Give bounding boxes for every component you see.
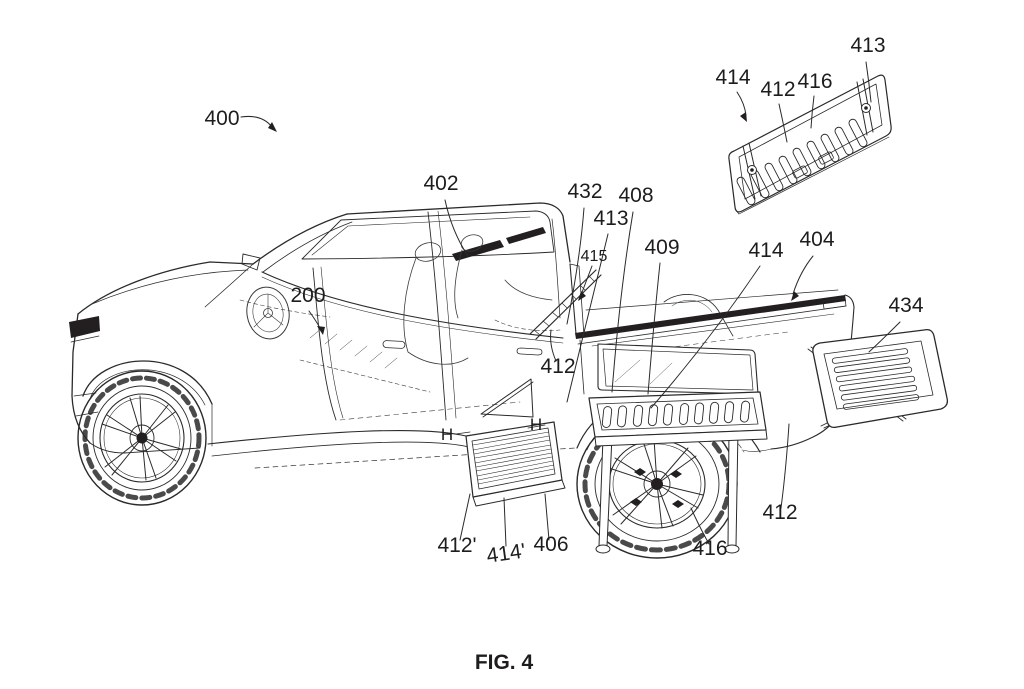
ref-label-408: 408 (618, 184, 653, 207)
ref-label-414-prime: 414' (485, 539, 527, 567)
ref-label-412-prime: 412' (437, 534, 476, 557)
detail-label-414: 414 (715, 66, 750, 89)
front-wheel (77, 370, 207, 506)
ref-label-404: 404 (799, 228, 834, 251)
reference-labels: 400 402 432 413 408 415 409 414 404 434 … (204, 34, 923, 568)
tunnel-door-step (455, 421, 566, 507)
ref-label-414: 414 (748, 239, 783, 262)
figure-caption: FIG. 4 (475, 651, 534, 674)
cab-interior (239, 234, 561, 421)
ref-label-415: 415 (581, 248, 608, 265)
tailgate-open (807, 328, 949, 429)
detail-label-412: 412 (760, 78, 795, 101)
detail-door-panel (728, 74, 892, 215)
ref-label-413: 413 (593, 207, 628, 230)
detail-label-413: 413 (850, 34, 885, 57)
ref-label-412-rear: 412 (762, 501, 797, 524)
ref-label-409: 409 (644, 236, 679, 259)
ref-label-432: 432 (567, 180, 602, 203)
detail-label-416: 416 (797, 70, 832, 93)
gear-tunnel-opening (597, 343, 759, 395)
ref-label-402: 402 (423, 172, 458, 195)
section-marker-h-right: H (530, 415, 542, 434)
camp-table (588, 391, 768, 554)
cab (207, 202, 576, 469)
ref-label-416: 416 (692, 537, 727, 560)
truck-front-end (69, 261, 254, 454)
leader-lines (240, 61, 901, 547)
section-marker-h-left: H (441, 425, 453, 444)
ref-label-400: 400 (204, 107, 239, 130)
ref-label-412-mid: 412 (540, 355, 575, 378)
ref-label-434: 434 (888, 294, 923, 317)
ref-label-200: 200 (290, 284, 325, 307)
ref-label-406: 406 (533, 533, 568, 556)
